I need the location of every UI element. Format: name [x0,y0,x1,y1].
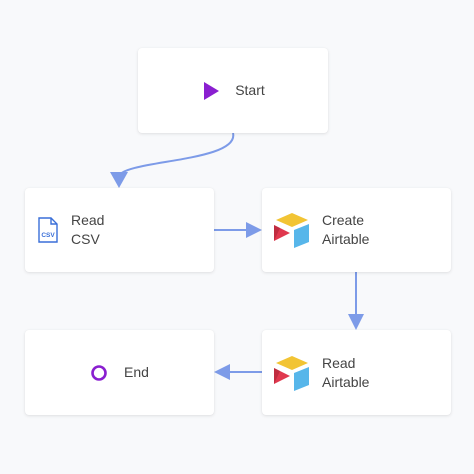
airtable-icon [272,211,312,249]
arrowhead-read-airtable [348,314,364,330]
csv-icon-text: CSV [41,232,55,239]
node-label: Create Airtable [322,212,370,247]
node-read-airtable[interactable]: Read Airtable [262,330,451,415]
node-label: Read Airtable [322,354,370,390]
node-end[interactable]: End [25,330,214,415]
node-label: End [124,364,149,380]
node-start[interactable]: Start [138,48,328,133]
arrowhead-end [214,364,230,380]
circle-icon [90,364,108,382]
arrowhead-read-csv [110,172,128,188]
node-read-csv[interactable]: CSV Read CSV [25,188,214,272]
node-label: Start [235,82,265,98]
node-create-airtable[interactable]: Create Airtable [262,188,451,272]
airtable-icon [272,354,312,392]
node-label: Read CSV [71,212,105,247]
arrowhead-create-airtable [246,222,262,238]
play-icon [201,81,221,101]
edge-start-to-read-csv [118,132,235,177]
csv-file-icon: CSV [37,217,59,243]
